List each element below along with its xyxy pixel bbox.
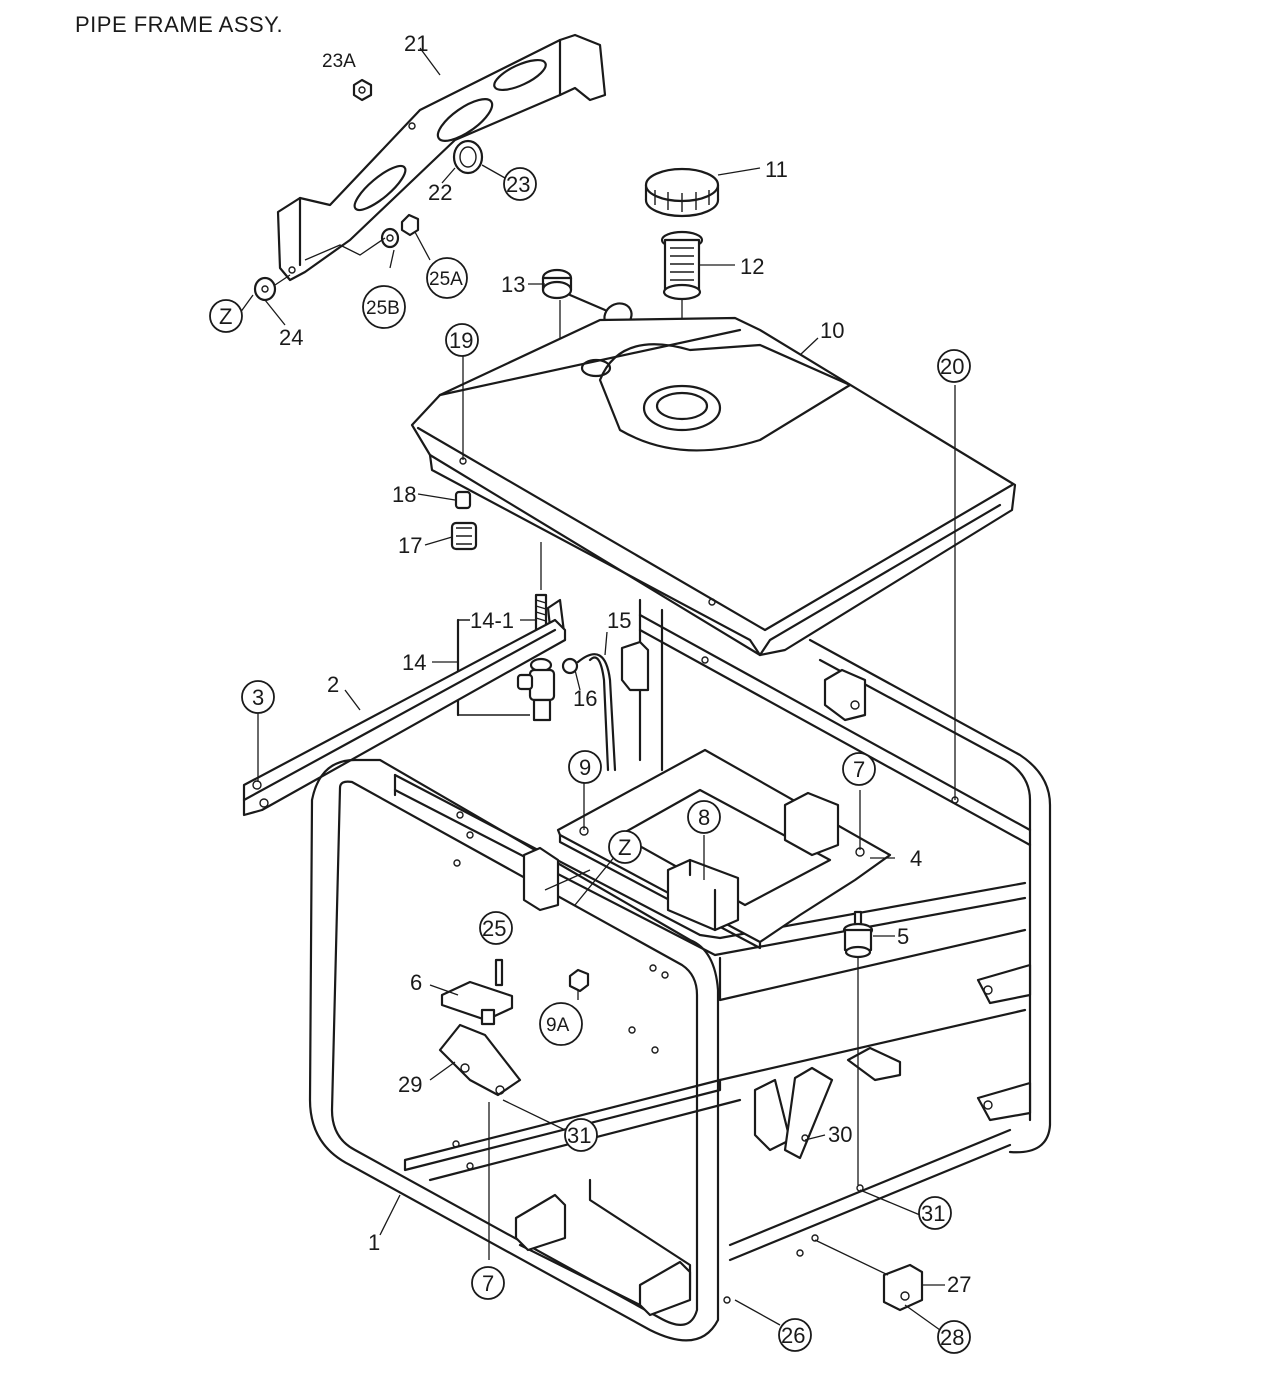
callout-14-1: 14-1 [470,608,514,633]
frame-brackets [514,640,1032,1317]
callout-5: 5 [897,924,909,949]
callout-26: 26 [781,1323,805,1348]
callout-9A: 9A [546,1015,570,1036]
bracket-27 [882,1263,924,1312]
fuel-tank-10 [410,316,1017,657]
callout-30: 30 [828,1122,852,1147]
callout-25A: 25A [429,269,463,290]
callout-11: 11 [765,157,788,182]
callout-6: 6 [410,970,422,995]
callout-2: 2 [327,672,339,697]
collar-18 [454,490,472,510]
cushion-17 [450,521,478,551]
fuel-cap-11 [644,167,720,218]
bracket-part-21 [276,33,607,282]
callout-4: 4 [910,846,922,871]
callout-19: 19 [449,328,473,353]
rail-2 [242,618,567,817]
callout-18: 18 [392,482,416,507]
nut-9A [568,968,590,993]
callout-labels: 21 23A 22 23 25A 25B Z 24 11 12 13 10 19… [209,31,971,1354]
callout-14: 14 [402,650,426,675]
callout-16: 16 [573,686,597,711]
callout-3: 3 [252,685,264,710]
callout-1: 1 [368,1230,380,1255]
mount-block-8 [666,858,740,932]
callout-13: 13 [501,272,525,297]
callout-25B: 25B [366,298,400,319]
bracket-29 [438,1023,522,1097]
rubber-mount-22-23 [452,139,484,175]
callout-7-lower: 7 [482,1271,494,1296]
callout-27: 27 [947,1272,971,1297]
washer-24 [253,276,277,302]
washer-25B [380,227,400,249]
callout-25: 25 [482,916,506,941]
callout-23: 23 [506,172,530,197]
callout-Z-lower: Z [618,835,631,860]
callout-31-right: 31 [921,1201,945,1226]
mount-block-4b [783,791,840,857]
pipe-frame-1 [308,598,1052,1342]
rubber-mount-6 [440,958,514,1026]
callout-Z-upper: Z [219,304,232,329]
fuel-tube-15 [576,653,617,772]
callout-12: 12 [740,254,764,279]
callout-8: 8 [698,805,710,830]
callout-10: 10 [820,318,844,343]
diagram-title: PIPE FRAME ASSY. [75,12,284,37]
callout-17: 17 [398,533,422,558]
callout-9: 9 [579,755,591,780]
callout-23A: 23A [322,51,356,72]
bracket-30 [753,1066,834,1160]
nut-25A [400,213,420,237]
callout-21: 21 [404,31,428,56]
leader-lines [239,47,945,1331]
callout-24: 24 [279,325,303,350]
callout-22: 22 [428,180,452,205]
callout-29: 29 [398,1072,422,1097]
fuel-strainer-12 [660,230,704,301]
callout-15: 15 [607,608,631,633]
clip-16 [561,657,579,675]
callout-20: 20 [940,354,964,379]
callout-31-left: 31 [567,1123,591,1148]
rubber-mount-5 [842,910,874,959]
nut-23A [352,78,373,102]
callout-7-upper: 7 [853,757,865,782]
callout-28: 28 [940,1325,964,1350]
assembly-lines [462,355,956,1260]
